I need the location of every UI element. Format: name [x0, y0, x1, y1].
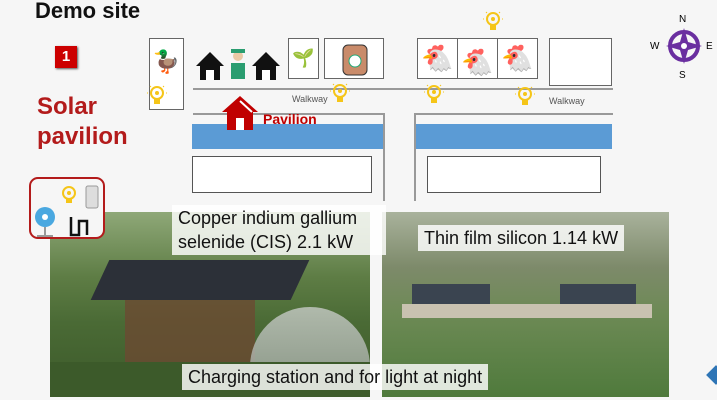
- seedling-plot: 🌱: [288, 38, 319, 79]
- seedling-icon: 🌱: [292, 48, 315, 68]
- farmer-icon: [231, 49, 245, 79]
- bulb-icon: [424, 83, 444, 104]
- chicken-coops: 🐔 🐔 🐔: [417, 38, 538, 79]
- empty-plot: [549, 38, 612, 86]
- chicken-icon: 🐔: [418, 39, 458, 78]
- bulb-icon: [147, 84, 167, 105]
- slide-title: Demo site: [35, 0, 141, 23]
- compass-s: S: [679, 70, 686, 81]
- walkway-edge: [193, 88, 613, 90]
- house-icon: [252, 52, 280, 80]
- compass-rose-icon: [666, 28, 702, 64]
- bulb-icon: [330, 82, 350, 103]
- walkway-edge: [415, 113, 613, 115]
- pavilion-icon: [222, 96, 258, 130]
- divider: [414, 113, 416, 201]
- plot: [427, 156, 601, 193]
- bulb-icon: [483, 10, 503, 31]
- charging-caption: Charging station and for light at night: [182, 364, 489, 390]
- walkway-label: Walkway: [292, 94, 328, 104]
- bulb-icon: [62, 186, 76, 203]
- cis-caption: Copper indium gallium selenide (CIS) 2.1…: [172, 205, 386, 255]
- fertilizer-bag-icon: [342, 44, 368, 76]
- chicken-icon: 🐔: [458, 39, 498, 78]
- plot: [192, 156, 372, 193]
- compass: N W E S: [650, 14, 714, 81]
- compass-w: W: [650, 41, 660, 52]
- bulb-icon: [515, 85, 535, 106]
- houses: [195, 46, 281, 80]
- pavilion-label: Pavilion: [263, 111, 317, 127]
- house-icon: [196, 52, 224, 80]
- pond: [416, 124, 612, 149]
- thin-film-caption: Thin film silicon 1.14 kW: [418, 225, 625, 251]
- fertilizer-store: [324, 38, 384, 79]
- nav-marker: [706, 365, 717, 385]
- fan-icon: [35, 207, 55, 237]
- charger-cable-icon: [69, 217, 89, 237]
- section-label: Solar pavilion: [37, 93, 128, 150]
- pond: [192, 124, 383, 149]
- number-badge: 1: [55, 46, 77, 68]
- appliances-icon-box: [29, 177, 105, 239]
- walkway-label: Walkway: [549, 96, 585, 106]
- compass-n: N: [679, 14, 687, 25]
- compass-e: E: [706, 41, 713, 52]
- duck-icon: 🦆: [152, 49, 181, 74]
- walkway-edge: [193, 113, 384, 115]
- chicken-icon: 🐔: [501, 43, 534, 73]
- divider: [383, 113, 385, 201]
- phone-icon: [85, 185, 99, 209]
